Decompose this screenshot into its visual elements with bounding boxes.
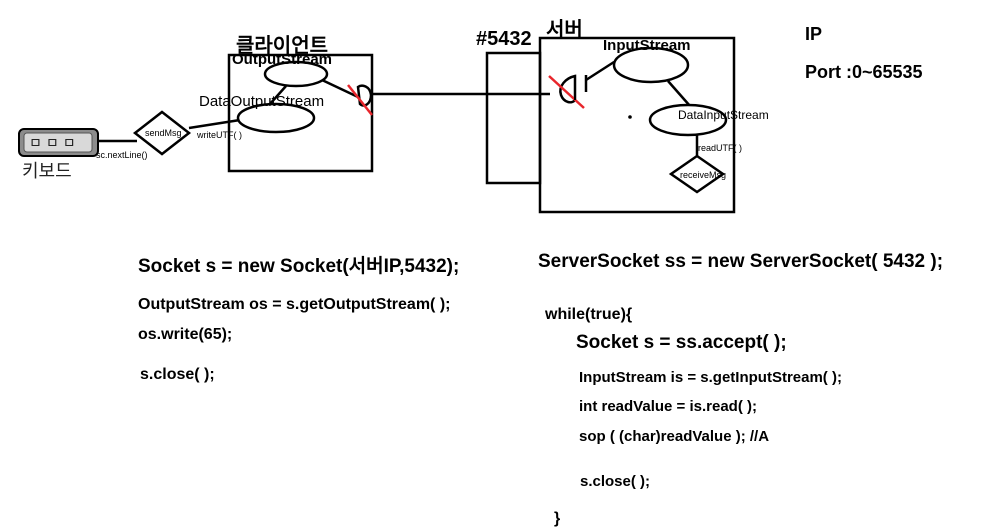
client-code-line2: OutputStream os = s.getOutputStream( ); bbox=[138, 296, 451, 313]
data-output-stream-ellipse bbox=[236, 102, 316, 134]
receivemsg-diamond bbox=[668, 154, 726, 194]
os-to-socket-line bbox=[321, 78, 359, 99]
server-socket-strike bbox=[548, 75, 585, 109]
server-code-line1: ServerSocket ss = new ServerSocket( 5432… bbox=[538, 251, 944, 272]
sendmsg-to-dos-line bbox=[188, 118, 241, 130]
keyboard-label: 키보드 bbox=[22, 161, 72, 181]
client-code-line4: s.close( ); bbox=[140, 366, 215, 383]
client-code-line3: os.write(65); bbox=[138, 326, 233, 343]
input-stream-ellipse bbox=[612, 46, 690, 84]
client-socket-strike bbox=[347, 84, 373, 116]
next-line-label: sc.nextLine() bbox=[96, 150, 148, 160]
client-socket-icon bbox=[356, 84, 373, 107]
data-input-stream-label: DataInputStream bbox=[678, 108, 769, 122]
client-code-line1: Socket s = new Socket(서버IP,5432); bbox=[138, 256, 460, 277]
server-code-line6: sop ( (char)readValue ); //A bbox=[579, 428, 770, 445]
input-stream-label: InputStream bbox=[603, 37, 691, 54]
output-stream-label: OutputStream bbox=[232, 51, 333, 68]
ip-label: IP bbox=[805, 24, 823, 44]
port-label: #5432 bbox=[476, 28, 532, 50]
keyboard-keys: ㅁㅁㅁ bbox=[29, 135, 80, 151]
read-utf-label: readUTF( ) bbox=[698, 143, 743, 153]
server-code-line8: } bbox=[554, 510, 561, 527]
receivemsg-label: receiveMsg bbox=[680, 170, 727, 180]
output-stream-ellipse bbox=[263, 60, 329, 88]
data-input-stream-ellipse bbox=[648, 103, 728, 137]
server-box bbox=[538, 36, 736, 214]
port-box bbox=[485, 51, 542, 185]
server-code-line5: int readValue = is.read( ); bbox=[579, 398, 757, 415]
dos-to-os-line bbox=[269, 85, 287, 105]
server-code-line4: InputStream is = s.getInputStream( ); bbox=[579, 369, 842, 386]
server-code-line2: while(true){ bbox=[545, 306, 633, 323]
port-range-label: Port :0~65535 bbox=[805, 62, 923, 82]
client-title: 클라이언트 bbox=[236, 35, 328, 57]
server-title: 서버 bbox=[546, 19, 583, 41]
sendmsg-label: sendMsg bbox=[145, 128, 182, 138]
is-to-dis-line bbox=[667, 80, 691, 107]
write-utf-label: writeUTF( ) bbox=[197, 130, 242, 140]
server-code-line7: s.close( ); bbox=[580, 473, 651, 490]
sendmsg-diamond bbox=[132, 110, 192, 156]
data-output-stream-label: DataOutputStream bbox=[199, 93, 325, 110]
server-socket-icon bbox=[559, 74, 577, 104]
server-code-line3: Socket s = ss.accept( ); bbox=[576, 332, 787, 353]
